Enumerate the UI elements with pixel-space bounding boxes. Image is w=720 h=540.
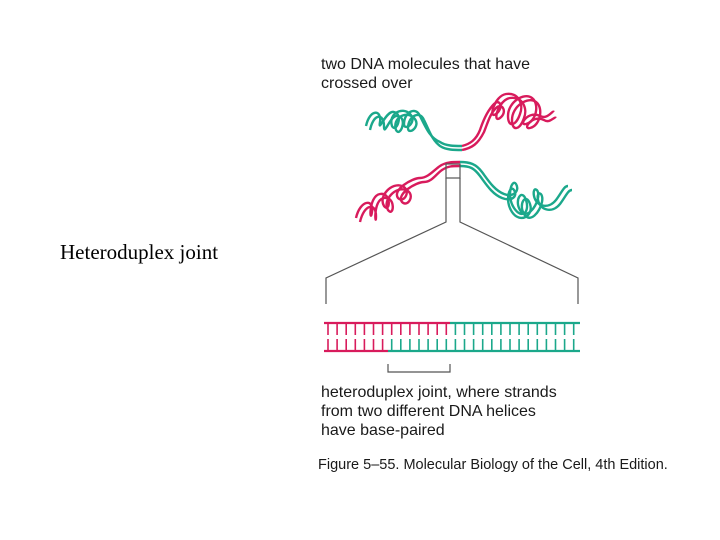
heteroduplex-bracket <box>387 364 451 373</box>
upper-green-coil <box>364 109 463 152</box>
bottom-caption-line-3: have base-paired <box>321 422 445 439</box>
figure-credit: Figure 5–55. Molecular Biology of the Ce… <box>318 457 668 473</box>
upper-red-coil <box>461 92 557 152</box>
top-caption-line-2: crossed over <box>321 75 413 92</box>
bottom-caption: heteroduplex joint, where strands from t… <box>321 383 557 440</box>
lower-green-coil <box>459 160 573 220</box>
bottom-caption-line-1: heteroduplex joint, where strands <box>321 384 557 401</box>
lower-red-coil <box>354 160 461 223</box>
expanded-heteroduplex <box>324 321 580 353</box>
base-pairs <box>327 323 575 351</box>
crossover-box <box>445 163 461 179</box>
top-caption: two DNA molecules that have crossed over <box>321 55 530 93</box>
zoom-indicator <box>325 163 579 304</box>
zoom-line-left <box>325 178 447 304</box>
zoom-line-right <box>459 178 579 304</box>
slide-title: Heteroduplex joint <box>60 240 219 264</box>
upper-dna-molecule <box>364 92 557 152</box>
bottom-caption-line-2: from two different DNA helices <box>321 403 536 420</box>
top-caption-line-1: two DNA molecules that have <box>321 56 530 73</box>
lower-dna-molecule <box>354 160 573 223</box>
